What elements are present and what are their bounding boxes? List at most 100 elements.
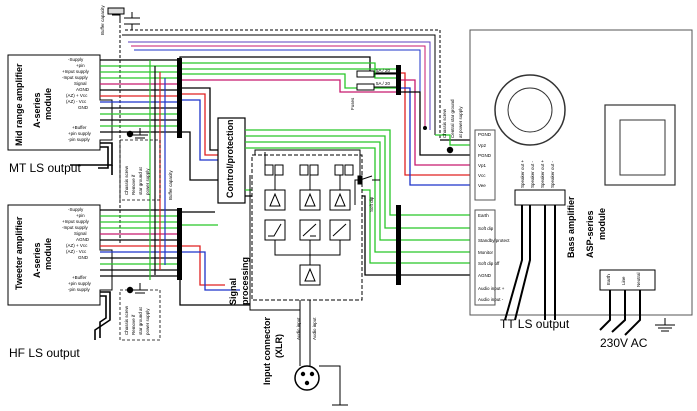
audio-input-label-2: Audio input — [312, 317, 317, 340]
chassis-mid-label-c: star ground at — [138, 167, 143, 195]
processing-label: processing — [240, 256, 250, 305]
asp-pin-label: Standby/protect — [478, 238, 510, 243]
pin-label: +Buffer — [72, 125, 87, 130]
speaker-pin-label: Speaker out - — [530, 160, 535, 188]
tt-ls-output-label: TT LS output — [500, 317, 570, 331]
mid-range-amplifier-module — [7, 54, 113, 151]
pin-label: (AZ) - Vcc — [66, 249, 87, 254]
mains-pin-label: Earth — [606, 274, 611, 285]
signal-label: Signal — [228, 277, 238, 305]
chassis-low-label-b: Remove if — [131, 314, 136, 335]
xlr-label: (XLR) — [274, 334, 284, 358]
pin-label: +pin — [76, 63, 85, 68]
mid-a-series: A-series — [32, 92, 42, 128]
mid-amp-title: Mid range amplifier — [14, 63, 24, 146]
bass-amp-title: Bass amplifier — [566, 196, 576, 258]
tweeter-amp-title: Tweeter amplifier — [14, 216, 24, 290]
pin-label: -Input supply — [62, 225, 88, 230]
pin-label: +Input supply — [62, 69, 89, 74]
asp-pin-label: Earth — [478, 213, 489, 218]
asp-pin-label: PGND — [478, 153, 492, 158]
chassis-low-label-a: Chassis screw — [124, 305, 129, 335]
pin-label: GND — [78, 255, 88, 260]
asp-pin-label: Audio input + — [478, 286, 505, 291]
asp-pin-label: PGND — [478, 132, 492, 137]
xlr-connector — [294, 300, 341, 400]
input-connector-label: Input connector — [262, 317, 272, 385]
soft-dip-switch — [354, 175, 380, 205]
pin-label: Signal — [74, 231, 87, 236]
pin-label: -Supply — [68, 57, 84, 62]
mains-label: 230V AC — [600, 336, 648, 350]
hf-ls-output-wires — [94, 291, 111, 340]
chassis-upper-label-2: Central star ground — [450, 99, 455, 138]
pin-label: GND — [78, 105, 88, 110]
buffer-capacity-top-label: Buffer capacity — [100, 5, 105, 35]
fuses — [356, 70, 398, 91]
asp-module-title: module — [597, 207, 607, 240]
asp-pin-label: Soft dip off — [478, 261, 500, 266]
fuse2-label: 5A / 20 — [376, 81, 391, 86]
pin-label: -pin supply — [68, 287, 90, 292]
speaker-pin-label: Speaker out - — [550, 160, 555, 188]
chassis-mid-label-b: Remove if — [131, 174, 136, 195]
chassis-mid-label-d: power supply — [145, 168, 150, 195]
signal-feed-wires — [249, 149, 361, 311]
tt-ls-output-wires — [504, 205, 556, 321]
chassis-dashed-boxes — [119, 139, 161, 341]
pin-label: +Input supply — [62, 219, 89, 224]
pin-label: +pin supply — [68, 281, 91, 286]
chassis-upper-label-3: at power supply — [458, 106, 463, 138]
tweeter-module: module — [43, 237, 53, 270]
speaker-pin-label: Speaker out + — [540, 159, 545, 188]
buffer-capacity-top — [107, 7, 140, 30]
pin-label: AGND — [76, 87, 90, 92]
tweeter-amplifier-module — [7, 204, 113, 306]
asp-pin-label: Vcc — [478, 173, 486, 178]
tweeter-a-series: A-series — [32, 242, 42, 278]
speaker-pin-label: Speaker out + — [520, 159, 525, 188]
mains-pin-label: Line — [621, 276, 626, 285]
asp-pin-label: Monitor — [478, 250, 494, 255]
upper-module-wires — [100, 56, 398, 181]
pin-label: +pin supply — [68, 131, 91, 136]
soft-dip-label: Soft dip — [369, 196, 374, 212]
pin-label: -Supply — [68, 207, 84, 212]
asp-series-title: ASP-series — [585, 210, 595, 258]
mains-wires — [599, 290, 641, 336]
asp-pin-label: Vp2 — [478, 143, 487, 148]
pin-label: (AZ) + Vcc — [66, 93, 88, 98]
asp-pin-label: Vp1 — [478, 163, 487, 168]
chassis-mid-label-a: Chassis screw — [124, 165, 129, 195]
asp-pin-label: Soft dip — [478, 226, 494, 231]
fuse-to-asp-wires — [398, 72, 475, 186]
fuse1-label: 5A / 20 — [376, 68, 391, 73]
signal-processing-box — [251, 154, 363, 301]
mt-ls-output-wires — [70, 142, 113, 175]
pin-label: +pin — [76, 213, 85, 218]
bus-connector-blocks — [177, 58, 401, 285]
mt-ls-output-label: MT LS output — [9, 161, 81, 175]
ground-symbols — [132, 128, 675, 406]
mid-module: module — [43, 87, 53, 120]
asp-pin-label: Vee — [478, 183, 486, 188]
asp-series-module — [469, 29, 693, 316]
audio-input-label: Audio input — [296, 317, 301, 340]
pin-label: -Input supply — [62, 75, 88, 80]
pin-label: -pin supply — [68, 137, 90, 142]
pin-label: (AZ) + Vcc — [66, 243, 88, 248]
chassis-low-label-d: power supply — [145, 308, 150, 335]
asp-pin-label: AGND — [478, 273, 492, 278]
hf-ls-output-label: HF LS output — [9, 346, 80, 360]
top-bus-lines — [112, 14, 441, 245]
pin-label: +Buffer — [72, 275, 87, 280]
chassis-low-label-c: star ground at — [138, 307, 143, 335]
control-protection-label: Control/protection — [225, 119, 235, 199]
left-bus-risers — [149, 60, 166, 280]
fuses-label: Fuses — [350, 97, 355, 110]
buffer-capacity-mid-label: Buffer capacity — [168, 170, 173, 200]
mains-pin-label: Neutral — [636, 272, 641, 287]
pin-label: (AZ) - Vcc — [66, 99, 87, 104]
